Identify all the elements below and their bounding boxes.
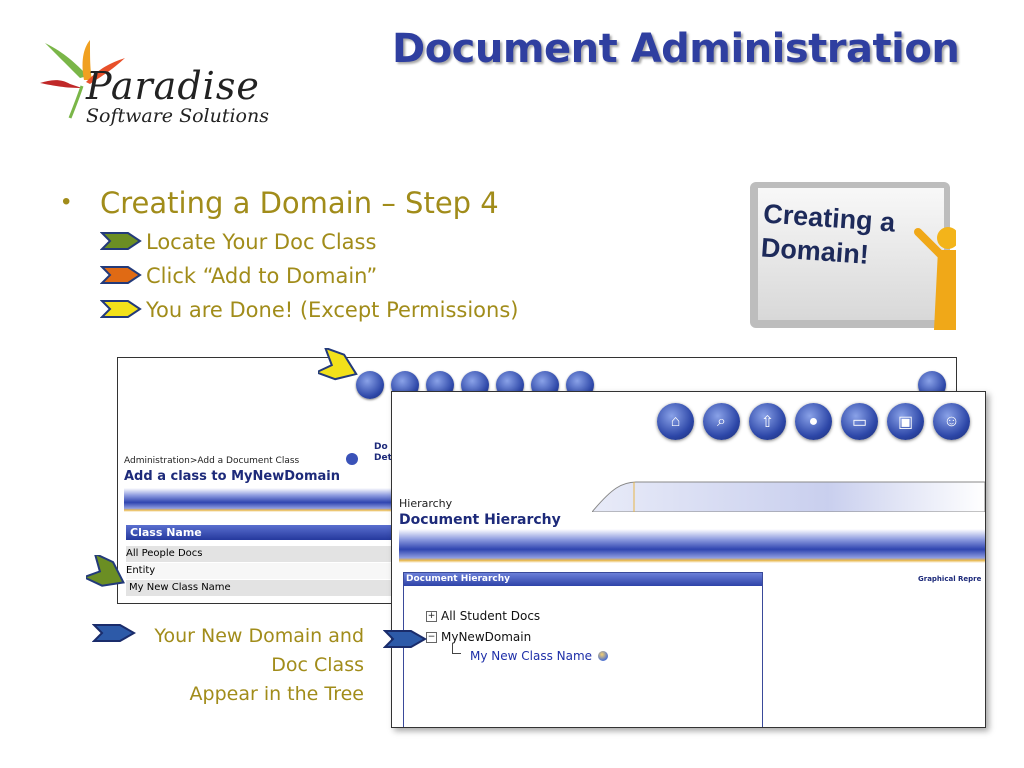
page-title: Document Hierarchy xyxy=(399,512,561,528)
side-note-line-1: Your New Domain and xyxy=(154,625,364,647)
upload-icon[interactable]: ⇧ xyxy=(749,403,786,440)
graphical-view-link[interactable]: Graphical Repre xyxy=(918,575,982,583)
paradise-logo-icon xyxy=(40,40,125,119)
tab-nav-icon[interactable] xyxy=(346,453,358,465)
home-icon[interactable] xyxy=(356,371,384,399)
logo-subtitle: Software Solutions xyxy=(86,105,269,127)
collapse-icon[interactable]: − xyxy=(426,631,437,643)
step-2: Click “Add to Domain” xyxy=(146,264,378,288)
page-title: Add a class to MyNewDomain xyxy=(124,469,340,484)
tree-node-label[interactable]: My New Class Name xyxy=(470,649,593,663)
tree-node[interactable]: My New Class Name xyxy=(470,649,609,663)
folder-icon[interactable]: ▭ xyxy=(841,403,878,440)
document-hierarchy-screenshot: ⌂ ⌕ ⇧ ● ▭ ▣ ☺ Hierarchy Document Hierarc… xyxy=(391,391,986,728)
yellow-pointer-arrow-icon xyxy=(318,348,358,381)
tree-node-label[interactable]: All Student Docs xyxy=(441,609,541,623)
tree-node-label[interactable]: MyNewDomain xyxy=(441,630,532,644)
whiteboard-text: Creating a Domain! xyxy=(759,198,897,270)
table-row[interactable]: My New Class Name xyxy=(126,580,409,596)
green-arrow-icon xyxy=(100,232,142,250)
expand-icon[interactable]: + xyxy=(426,610,437,622)
front-nav-toolbar: ⌂ ⌕ ⇧ ● ▭ ▣ ☺ xyxy=(657,403,970,440)
side-note-line-3: Appear in the Tree xyxy=(189,683,364,705)
search-icon[interactable]: ⌕ xyxy=(703,403,740,440)
user-icon[interactable]: ● xyxy=(795,403,832,440)
side-note-line-2: Doc Class xyxy=(271,654,364,676)
tab-label-1[interactable]: Do xyxy=(374,442,388,452)
step-1: Locate Your Doc Class xyxy=(146,230,377,254)
globe-icon[interactable] xyxy=(598,651,609,661)
monitor-icon[interactable]: ▣ xyxy=(887,403,924,440)
header-band xyxy=(399,529,985,563)
tab-label-2[interactable]: Det xyxy=(374,453,392,463)
slide-title: Document Administration xyxy=(392,26,960,72)
step-heading: Creating a Domain – Step 4 xyxy=(100,186,499,220)
people-icon[interactable]: ☺ xyxy=(933,403,970,440)
blue-arrow-icon xyxy=(92,624,136,642)
side-note: Your New Domain and Doc Class Appear in … xyxy=(120,622,364,709)
tree-connector xyxy=(452,643,461,654)
step-3: You are Done! (Except Permissions) xyxy=(146,298,519,322)
breadcrumb[interactable]: Administration>Add a Document Class xyxy=(124,456,300,466)
table-row[interactable]: Entity xyxy=(126,563,406,579)
whiteboard-figure-icon xyxy=(750,182,956,330)
orange-arrow-icon xyxy=(100,266,142,284)
green-pointer-arrow-icon xyxy=(86,555,125,587)
logo-wordmark: Paradise xyxy=(86,64,260,108)
blue-pointer-arrow-icon xyxy=(383,630,427,648)
breadcrumb[interactable]: Hierarchy xyxy=(399,497,453,510)
tree-panel-header: Document Hierarchy xyxy=(404,573,762,586)
table-row[interactable]: All People Docs xyxy=(126,546,406,562)
home-icon[interactable]: ⌂ xyxy=(657,403,694,440)
tree-node[interactable]: + All Student Docs xyxy=(426,609,540,623)
tree-node[interactable]: − MyNewDomain xyxy=(426,630,531,644)
hierarchy-tree-panel: Document Hierarchy + All Student Docs − … xyxy=(403,572,763,727)
tab-strip xyxy=(592,481,985,512)
column-header[interactable]: Class Name xyxy=(126,525,410,540)
bullet-dot: • xyxy=(62,188,71,215)
yellow-arrow-icon xyxy=(100,300,142,318)
